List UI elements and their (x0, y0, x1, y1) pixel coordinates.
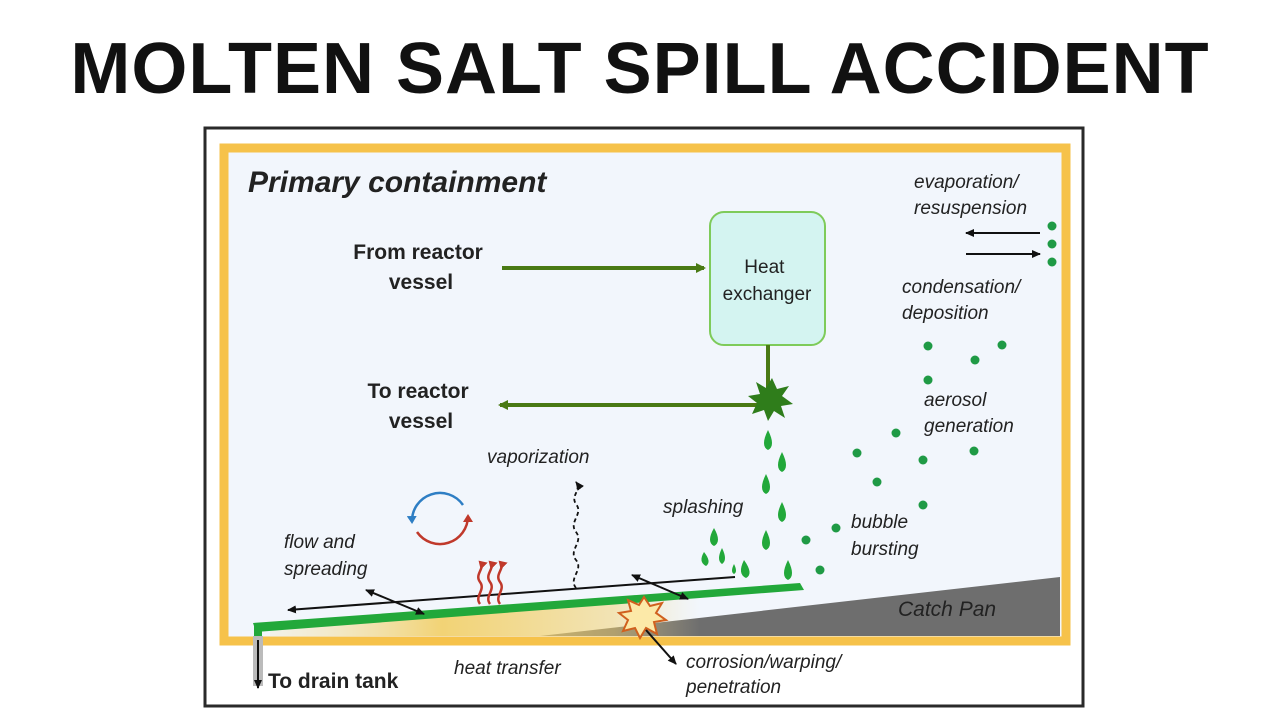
primary-containment-label: Primary containment (248, 166, 548, 199)
vaporization-label: vaporization (487, 447, 589, 468)
vaporization-arrow (572, 481, 584, 589)
bubble-label: bubble bursting (851, 512, 919, 560)
drain-label: To drain tank (268, 670, 399, 693)
spread-arrow-b (394, 601, 425, 615)
circulation-red-arrow (415, 514, 473, 546)
heat-exchanger-label: Heat exchanger (723, 257, 812, 305)
corrosion-label: corrosion/warping/ penetration (685, 652, 847, 698)
heat-glow (270, 598, 700, 636)
page-title: MOLTEN SALT SPILL ACCIDENT (70, 29, 1210, 109)
from-reactor-label: From reactor vessel (353, 241, 488, 294)
to-reactor-label: To reactor vessel (368, 380, 475, 433)
heat-exchanger-box (709, 211, 826, 346)
primary-containment-box (219, 143, 1071, 646)
flow-label: flow and spreading (284, 532, 368, 580)
heat-wave-icon (477, 560, 508, 605)
splash-droplets (701, 528, 750, 578)
spill-layer (253, 583, 804, 632)
catch-pan-label: Catch Pan (898, 598, 996, 621)
aerosol-label: aerosol generation (924, 390, 1014, 437)
flow-arrow-long (287, 576, 736, 614)
splashing-label: splashing (663, 497, 744, 518)
heat-transfer-label: heat transfer (454, 658, 561, 679)
spread-arrow-d (659, 586, 689, 600)
condensation-label: condensation/ deposition (902, 277, 1026, 324)
aerosol-particles (801, 221, 1057, 575)
corrosion-burst-icon (616, 595, 669, 641)
spread-arrow-c (631, 574, 661, 588)
leak-burst-icon (748, 378, 793, 421)
falling-droplets (762, 430, 792, 580)
evaporation-label: evaporation/ resuspension (914, 172, 1027, 219)
circulation-blue-arrow (406, 491, 465, 524)
corrosion-pointer-arrow (645, 629, 677, 665)
spread-arrow-a (365, 589, 396, 603)
